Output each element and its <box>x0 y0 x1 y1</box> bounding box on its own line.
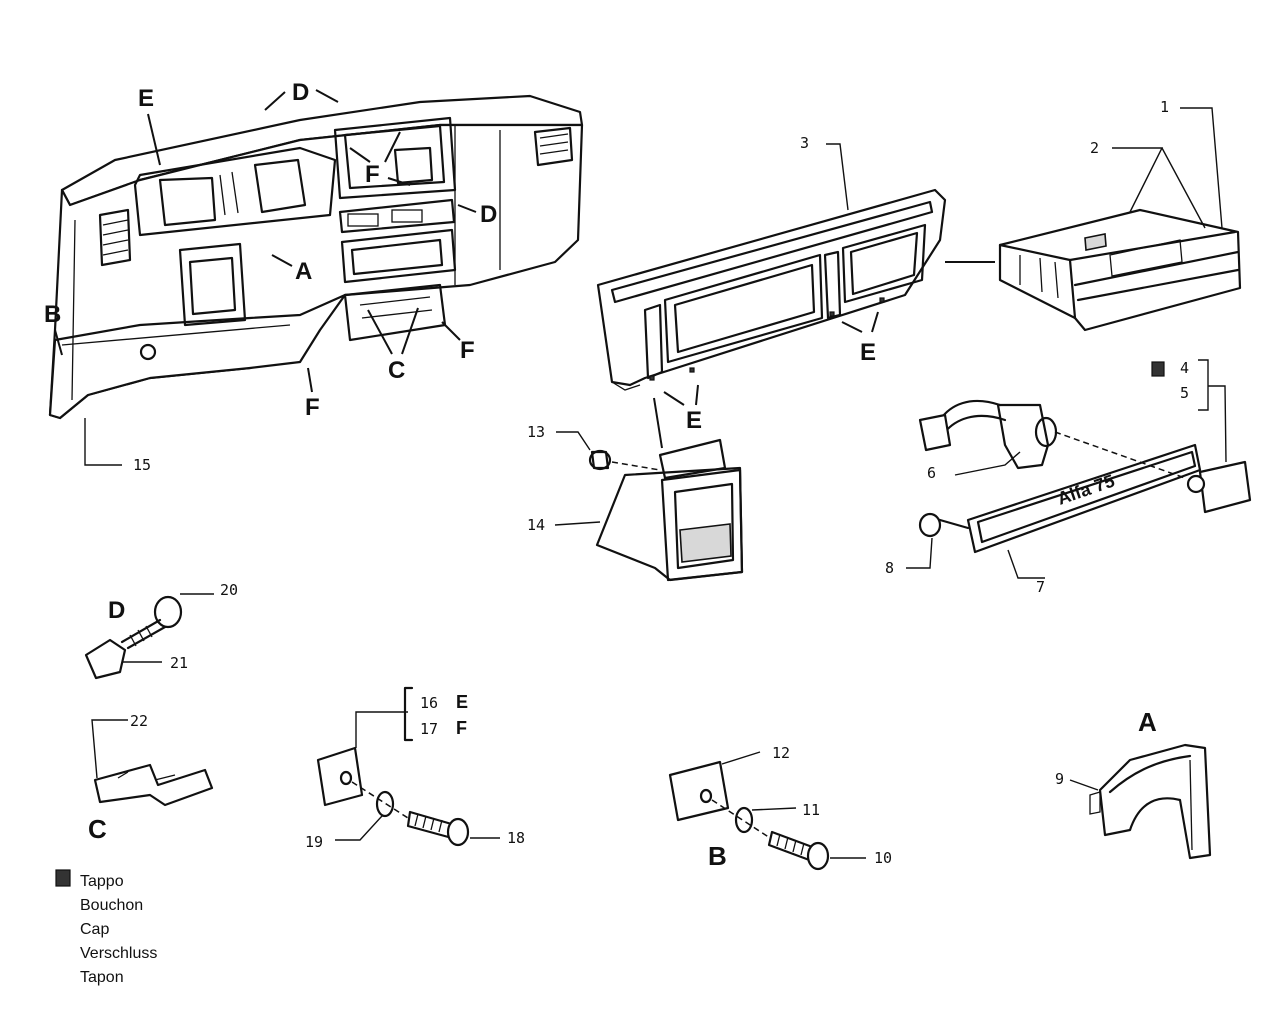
callout-2: 2 <box>1090 139 1099 157</box>
label-f-bottom: F <box>305 394 320 421</box>
callout-13: 13 <box>527 423 545 441</box>
leader-14 <box>554 521 601 526</box>
leader-e-bezel-left <box>663 384 699 406</box>
leader-12 <box>721 751 761 765</box>
bracket-4-5 <box>1198 359 1227 463</box>
leader-2 <box>1112 147 1206 229</box>
leader-f-right <box>441 321 461 341</box>
legend-line-2: Bouchon <box>80 897 143 914</box>
label-c-detail: C <box>88 814 107 844</box>
leader-22 <box>91 719 128 779</box>
leader-9 <box>1069 779 1099 791</box>
legend-black-square <box>55 869 71 887</box>
black-square-marker-4 <box>1151 361 1165 377</box>
label-f-17: F <box>456 718 467 738</box>
label-e-bezel-left: E <box>686 407 702 434</box>
legend-line-5: Tapon <box>80 969 124 986</box>
leader-13 <box>556 431 591 451</box>
label-c-dash: C <box>388 357 405 384</box>
leader-19 <box>335 815 383 841</box>
label-f-centre: F <box>365 161 380 188</box>
legend-line-4: Verschluss <box>80 945 157 962</box>
screw-20 <box>120 595 183 650</box>
fastener-8 <box>918 512 970 538</box>
trim-panel-9 <box>1089 743 1212 860</box>
callout-15: 15 <box>133 456 151 474</box>
instrument-bezel <box>596 188 947 391</box>
leader-15 <box>84 418 122 466</box>
label-d-top: D <box>292 79 309 106</box>
leader-7 <box>1007 549 1045 579</box>
cap-4 <box>1186 460 1252 514</box>
leader-e-bezel-right <box>841 311 879 333</box>
leader-e-top <box>147 113 161 166</box>
callout-22: 22 <box>130 712 148 730</box>
dashline-18 <box>351 781 409 819</box>
leader-16-17 <box>355 711 408 748</box>
clip-16-17 <box>316 746 364 807</box>
leader-f-centre <box>349 131 411 186</box>
label-e-bezel-right: E <box>860 339 876 366</box>
callout-4: 4 <box>1180 359 1189 377</box>
screw-18 <box>406 810 470 847</box>
callout-20: 20 <box>220 581 238 599</box>
legend-line-3: Cap <box>80 921 109 938</box>
label-e-16: E <box>456 692 468 712</box>
leader-3 <box>826 143 849 211</box>
badge-strip-7: Alfa 75 <box>966 443 1202 554</box>
leader-11 <box>751 807 797 811</box>
label-d-right: D <box>480 201 497 228</box>
fastener-13 <box>588 449 612 471</box>
leader-6 <box>954 451 1021 476</box>
bracket-16-17 <box>403 686 414 742</box>
leader-d-top <box>264 89 339 111</box>
callout-11: 11 <box>802 801 820 819</box>
callout-1: 1 <box>1160 98 1169 116</box>
callout-16: 16 <box>420 694 438 712</box>
washer-11 <box>734 806 754 834</box>
bracket-22 <box>93 763 214 807</box>
storage-pocket <box>595 438 744 582</box>
dashline-6 <box>1054 431 1186 479</box>
callout-14: 14 <box>527 516 545 534</box>
callout-18: 18 <box>507 829 525 847</box>
callout-21: 21 <box>170 654 188 672</box>
leader-d-right <box>457 204 477 213</box>
leader-a-dash <box>271 254 293 267</box>
label-d-detail: D <box>108 597 125 624</box>
callout-9: 9 <box>1055 770 1064 788</box>
leader-b-dash <box>54 329 63 356</box>
label-a-dash: A <box>295 258 312 285</box>
callout-6: 6 <box>927 464 936 482</box>
leader-c-dash <box>367 307 419 355</box>
label-f-right: F <box>460 337 475 364</box>
clip-21 <box>84 638 127 680</box>
arrow-14-to-bezel <box>653 397 663 449</box>
screw-10 <box>767 830 830 871</box>
dashline-13 <box>611 461 661 471</box>
callout-3: 3 <box>800 134 809 152</box>
leader-1 <box>1180 107 1223 229</box>
radio-unit <box>998 208 1242 332</box>
label-b-dash: B <box>44 301 61 328</box>
washer-19 <box>375 790 395 818</box>
callout-5: 5 <box>1180 384 1189 402</box>
label-e-top: E <box>138 85 154 112</box>
leader-8 <box>906 537 933 569</box>
label-a-detail: A <box>1138 707 1157 737</box>
dashline-10 <box>711 799 771 839</box>
callout-10: 10 <box>874 849 892 867</box>
dashboard-assembly <box>48 94 584 420</box>
callout-8: 8 <box>885 559 894 577</box>
label-b-detail: B <box>708 841 727 871</box>
lighter-switch-6 <box>918 400 1058 470</box>
callout-17: 17 <box>420 720 438 738</box>
legend-line-1: Tappo <box>80 873 124 890</box>
leader-f-bottom <box>307 367 313 393</box>
callout-19: 19 <box>305 833 323 851</box>
clip-12 <box>668 760 730 822</box>
callout-12: 12 <box>772 744 790 762</box>
callout-7: 7 <box>1036 578 1045 596</box>
